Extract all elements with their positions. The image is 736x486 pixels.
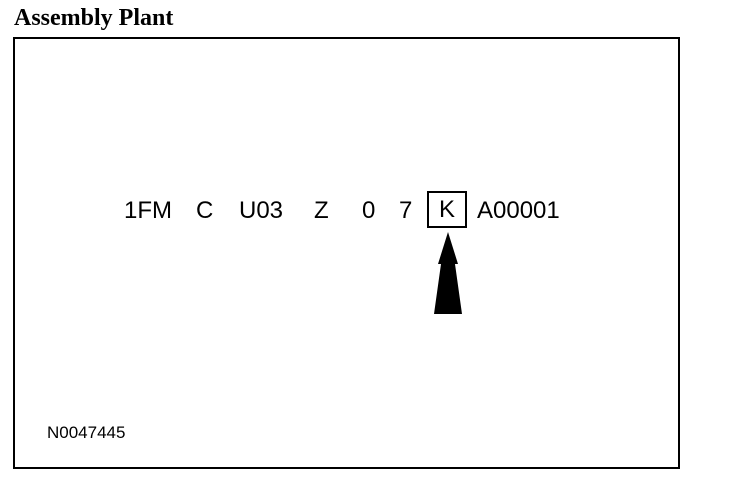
vin-segment-restraint: C (196, 197, 214, 224)
illustration-frame (13, 37, 680, 469)
vin-segment-check-digit: 0 (362, 197, 376, 224)
vin-segment-engine: Z (314, 197, 329, 224)
vin-segment-assembly-plant: K (427, 191, 467, 228)
vin-segment-model-year: 7 (399, 197, 413, 224)
up-arrow-icon (434, 232, 462, 314)
figure-title: Assembly Plant (14, 5, 174, 31)
vin-segment-serial: A00001 (477, 197, 560, 224)
vin-segment-wmi: 1FM (124, 197, 172, 224)
vin-segment-model: U03 (239, 197, 284, 224)
figure-code: N0047445 (47, 423, 126, 442)
